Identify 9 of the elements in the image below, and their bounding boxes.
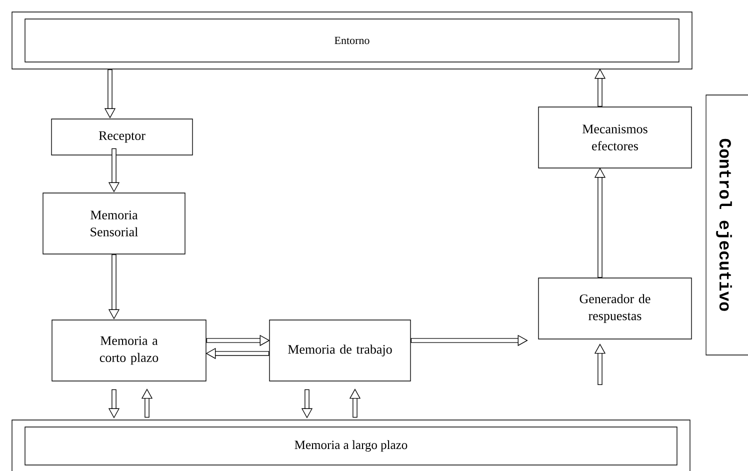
process-box: Generador de respuestas <box>538 278 692 340</box>
label-box: Control ejecutivo <box>706 94 748 356</box>
process-box: Mecanismos efectores <box>538 106 692 168</box>
process-box: Memoria de trabajo <box>269 320 411 382</box>
process-box: Receptor <box>51 118 193 156</box>
double-box: Memoria a largo plazo <box>12 420 690 471</box>
process-box: Memoria a corto plazo <box>52 320 206 382</box>
process-box: Memoria Sensorial <box>42 192 186 254</box>
double-box: Entorno <box>12 12 692 70</box>
